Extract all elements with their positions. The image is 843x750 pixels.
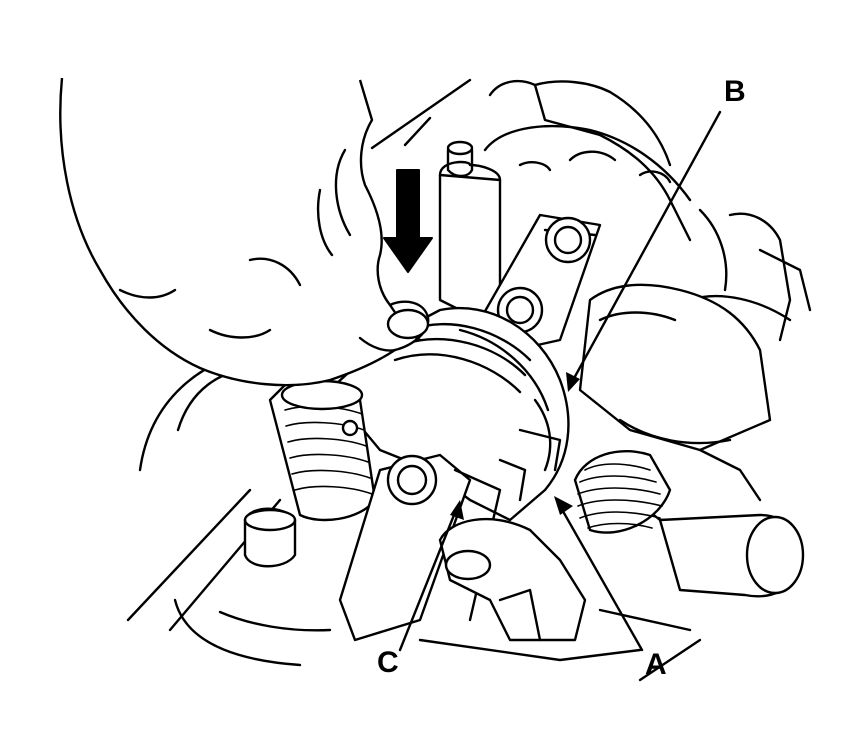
- rocker-assembly: [483, 79, 812, 342]
- bolt-upper: [544, 216, 592, 264]
- leader-line-a: [554, 496, 644, 652]
- bolt-lower: [386, 454, 438, 506]
- rocker-stud: [438, 140, 502, 322]
- coolant-tube: [658, 513, 805, 598]
- valve-spring-right: [573, 450, 672, 534]
- leader-line-b: [566, 110, 722, 392]
- leader-line-c: [398, 500, 464, 652]
- hand-illustration: [59, 77, 430, 387]
- arrow-down-icon: [383, 169, 433, 273]
- rocker-arm-center: [328, 306, 570, 522]
- callout-label-a: A: [645, 648, 667, 681]
- lower-rocker-clip: [438, 517, 587, 642]
- spark-plug-cap: [243, 507, 297, 568]
- callout-label-c: C: [377, 646, 399, 679]
- valve-spring-left: [268, 379, 377, 522]
- callout-label-b: B: [724, 75, 746, 108]
